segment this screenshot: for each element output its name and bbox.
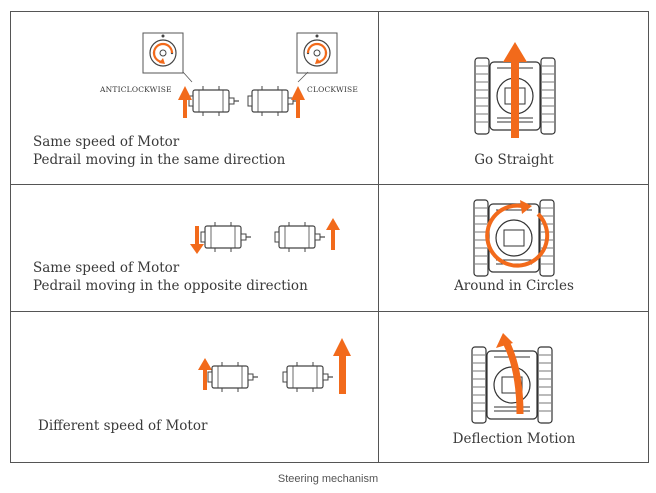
row1-line1: Same speed of Motor: [33, 134, 180, 150]
row-divider-1: [10, 184, 649, 185]
figure-caption: Steering mechanism: [277, 473, 379, 485]
column-divider: [378, 11, 379, 463]
row3-line1: Different speed of Motor: [38, 418, 208, 434]
steering-table: [10, 11, 649, 463]
row2-line2: Pedrail moving in the opposite direction: [33, 278, 308, 294]
anticlockwise-label: ANTICLOCKWISE: [100, 85, 172, 94]
around-in-circles-label: Around in Circles: [454, 278, 574, 294]
go-straight-label: Go Straight: [474, 152, 554, 168]
row-divider-2: [10, 311, 649, 312]
row2-line1: Same speed of Motor: [33, 260, 180, 276]
row1-line2: Pedrail moving in the same direction: [33, 152, 286, 168]
clockwise-label: CLOCKWISE: [307, 85, 359, 94]
deflection-motion-label: Deflection Motion: [452, 431, 576, 447]
